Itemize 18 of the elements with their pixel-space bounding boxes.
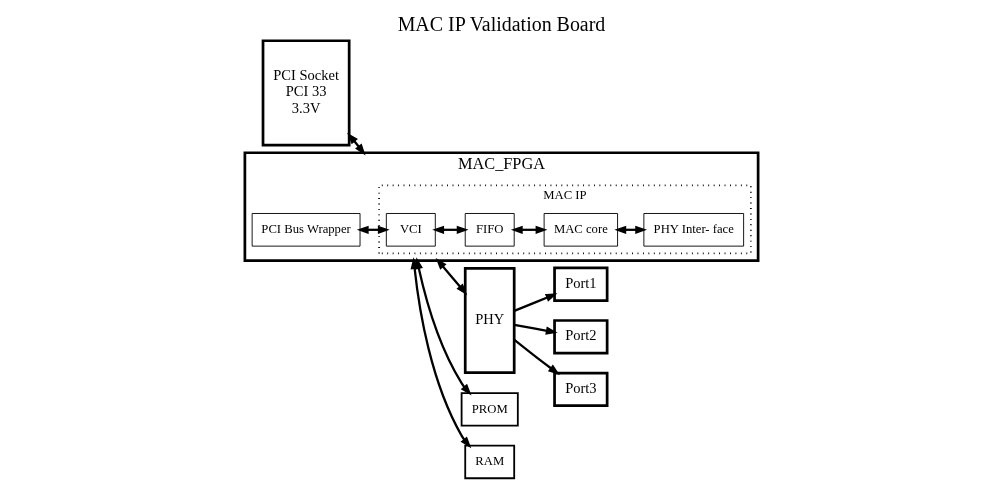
arrow (513, 323, 558, 335)
node-box: Port2 (552, 319, 608, 355)
node-box: RAM (463, 444, 515, 480)
diagram-title: MAC IP Validation Board (397, 13, 605, 36)
node-box: PCI Bus Wrapper (251, 213, 360, 247)
node-box: Port1 (552, 266, 608, 302)
arrow (346, 132, 366, 156)
node-box: PCI Socket PCI 33 3.3V (261, 39, 351, 147)
arrow (435, 258, 467, 296)
node-box: Port3 (552, 371, 608, 408)
node-box: PHY (463, 267, 516, 374)
node-box: PROM (460, 392, 519, 427)
arrow (513, 293, 557, 312)
arrow (513, 338, 560, 375)
node-box: MAC core (543, 213, 618, 247)
node-box: PHY Inter- face (642, 213, 744, 247)
node-box: FIFO (464, 213, 515, 247)
node-box: VCI (385, 213, 436, 247)
